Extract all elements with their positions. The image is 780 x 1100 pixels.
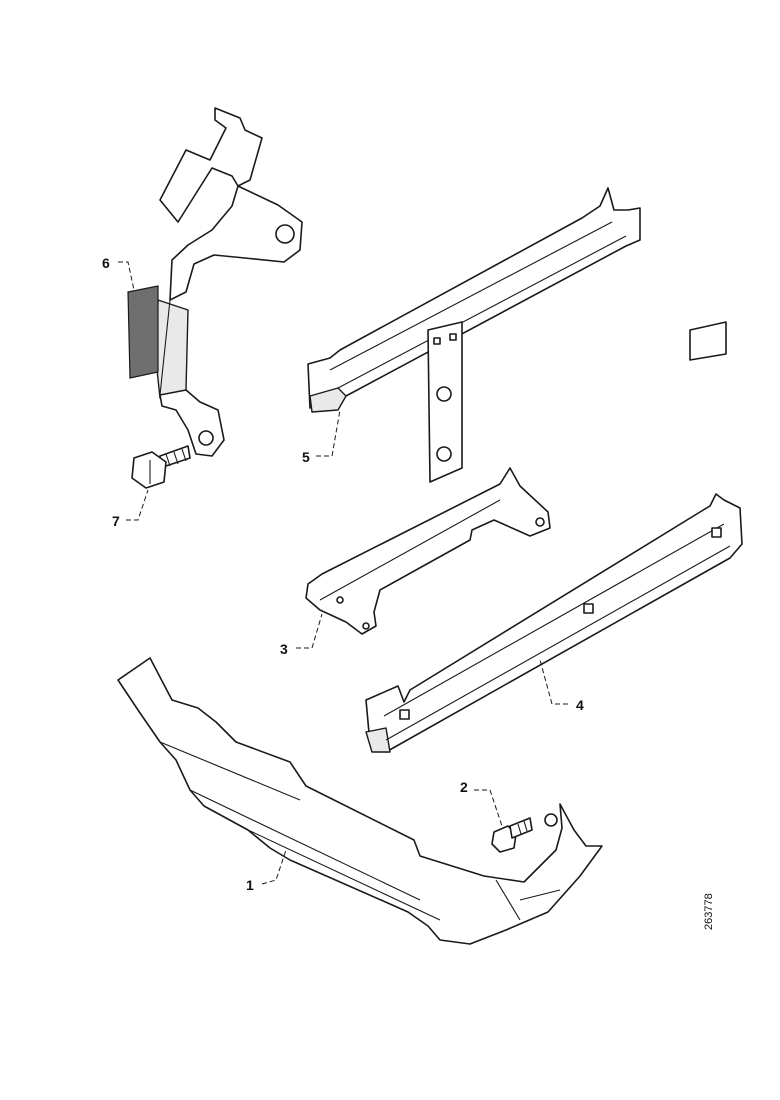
leader-1 <box>261 849 287 885</box>
part-7-bolt <box>131 445 191 489</box>
part-3-bracket <box>305 467 551 635</box>
leader-7 <box>126 489 149 521</box>
leader-2 <box>474 789 503 827</box>
callout-1: 1 <box>246 877 254 893</box>
callout-5: 5 <box>302 449 310 465</box>
part-5-channel <box>307 187 727 483</box>
part-1-bracket <box>117 657 603 945</box>
part-2-bolt <box>491 817 533 853</box>
reference-number: 263778 <box>703 893 715 930</box>
leader-6 <box>118 261 135 291</box>
part-4-channel <box>365 493 743 753</box>
callout-6: 6 <box>102 255 110 271</box>
callout-2: 2 <box>460 779 468 795</box>
callout-leaders <box>118 261 568 885</box>
leader-3 <box>296 613 323 649</box>
callout-7: 7 <box>112 513 120 529</box>
leader-5 <box>316 409 341 457</box>
part-6-bracket <box>127 107 303 457</box>
callout-3: 3 <box>280 641 288 657</box>
callout-4: 4 <box>576 697 584 713</box>
leader-4 <box>539 659 568 705</box>
